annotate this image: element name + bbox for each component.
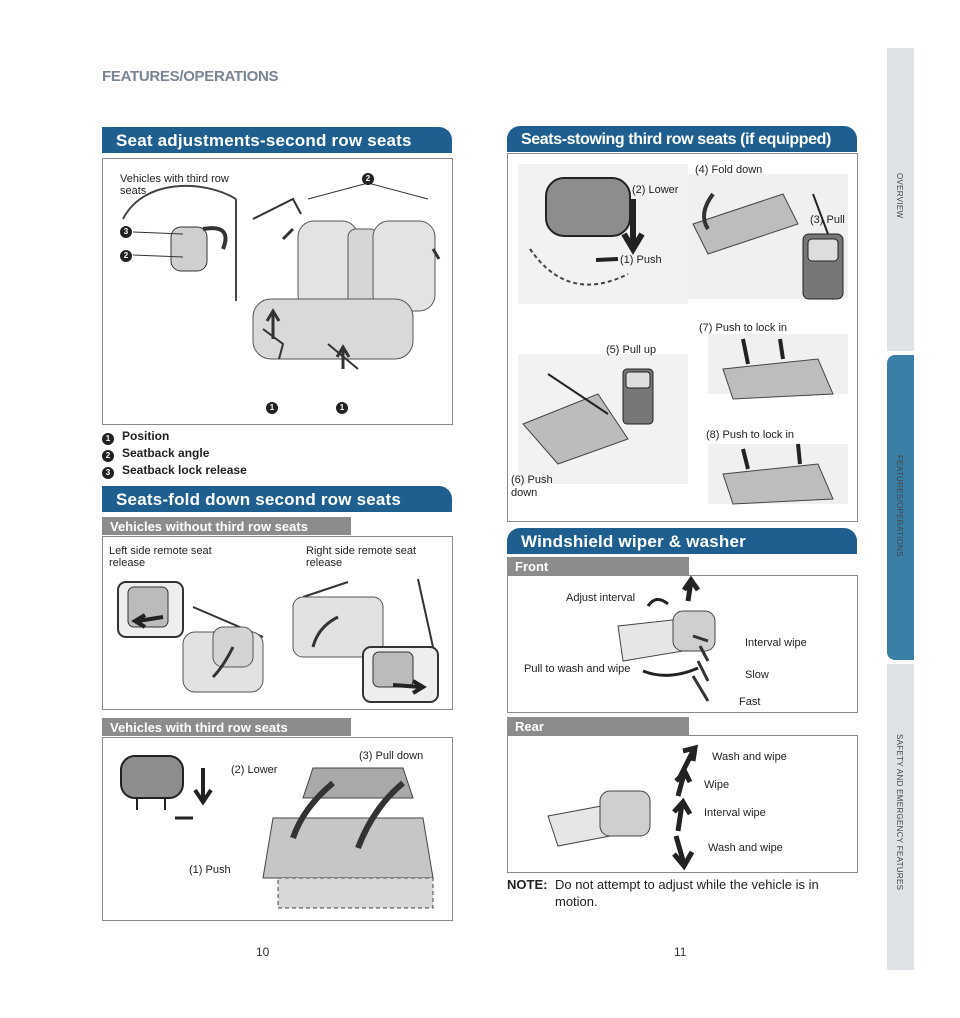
stowing-title: Seats-stowing third row seats (if equipp… (507, 126, 857, 152)
rear-label: Rear (507, 717, 689, 735)
stow-step-7: (7) Push to lock in (699, 322, 788, 334)
legend-item: 1 Position (102, 428, 247, 445)
fold-down-third-illustration (120, 755, 434, 909)
rear-interval-wipe: Interval wipe (704, 807, 766, 819)
seat-adjust-figure: Vehicles with third row seats 2 3 2 1 1 (102, 158, 453, 425)
with-third-label: Vehicles with third row seats (102, 718, 351, 736)
rear-wipe: Wipe (704, 779, 730, 791)
callout-2-top: 2 (362, 173, 374, 185)
fast-label: Fast (739, 696, 761, 708)
tab-features-label: FEATURES/OPERATIONS (895, 455, 904, 557)
front-wiper-figure: Adjust interval Interval wipe Pull to wa… (507, 575, 858, 713)
legend-text: Seatback lock release (122, 463, 247, 477)
tab-overview-label: OVERVIEW (895, 173, 904, 219)
wiper-title: Windshield wiper & washer (507, 528, 857, 554)
fold-down-illustration (117, 578, 439, 703)
callout-1-left: 1 (266, 402, 278, 414)
fold-down-with-figure: (1) Push (2) Lower (3) Pull down (102, 737, 453, 921)
fold-down-without-figure: Left side remote seat release Right side… (102, 536, 453, 710)
stow-step-6: (6) Push down (511, 474, 553, 499)
stow-step-2: (2) Lower (632, 184, 679, 196)
note-text: Do not attempt to adjust while the vehic… (555, 877, 819, 909)
legend-num: 2 (102, 450, 114, 462)
step-push: (1) Push (189, 864, 231, 876)
section-header: FEATURES/OPERATIONS (102, 68, 279, 85)
callout-1-right: 1 (336, 402, 348, 414)
note-block: NOTE: Do not attempt to adjust while the… (507, 876, 857, 910)
seat-adjust-legend: 1 Position 2 Seatback angle 3 Seatback lock… (102, 428, 247, 479)
front-label: Front (507, 557, 689, 575)
page-number-right: 11 (674, 945, 687, 959)
legend-num: 1 (102, 433, 114, 445)
seat-illustration (122, 182, 441, 370)
stow-step-3: (3) Pull (810, 214, 845, 226)
seat-adjust-title: Seat adjustments-second row seats (102, 127, 452, 153)
callout-3: 3 (120, 226, 132, 238)
stowing-illustration (518, 164, 848, 505)
without-third-label: Vehicles without third row seats (102, 517, 351, 535)
step-lower: (2) Lower (231, 764, 278, 776)
legend-text: Seatback angle (122, 446, 210, 460)
tab-features-operations[interactable]: FEATURES/OPERATIONS (887, 355, 914, 660)
tab-overview[interactable]: OVERVIEW (887, 48, 914, 351)
rear-wash-wipe-top: Wash and wipe (712, 751, 787, 763)
inset-caption: Vehicles with third row seats (120, 173, 229, 197)
left-release-caption: Left side remote seat release (109, 545, 212, 569)
interval-wipe-label: Interval wipe (745, 637, 807, 649)
tab-safety[interactable]: SAFETY AND EMERGENCY FEATURES (887, 664, 914, 970)
note-label: NOTE: (507, 877, 548, 892)
right-release-caption: Right side remote seat release (306, 545, 417, 569)
slow-label: Slow (745, 669, 769, 681)
legend-item: 3 Seatback lock release (102, 462, 247, 479)
legend-item: 2 Seatback angle (102, 445, 247, 462)
adjust-interval-label: Adjust interval (566, 592, 636, 604)
front-wiper-illustration (617, 576, 716, 702)
stow-step-5: (5) Pull up (606, 344, 657, 356)
rear-wiper-figure: Wash and wipe Wipe Interval wipe Wash an… (507, 735, 858, 873)
callout-2-left: 2 (120, 250, 132, 262)
rear-wash-wipe-bottom: Wash and wipe (708, 842, 783, 854)
pull-wash-label: Pull to wash and wipe (524, 663, 631, 675)
fold-down-title: Seats-fold down second row seats (102, 486, 452, 512)
stow-step-1: (1) Push (620, 254, 662, 266)
stow-step-8: (8) Push to lock in (706, 429, 795, 441)
rear-wiper-illustration (547, 744, 699, 871)
legend-text: Position (122, 429, 170, 443)
stow-step-4: (4) Fold down (695, 164, 763, 176)
stowing-figure: (1) Push (2) Lower (3) Pull (4) Fold dow… (507, 153, 858, 522)
step-pull-down: (3) Pull down (359, 750, 424, 762)
legend-num: 3 (102, 467, 114, 479)
page-number-left: 10 (256, 945, 270, 959)
tab-safety-label: SAFETY AND EMERGENCY FEATURES (895, 734, 904, 891)
